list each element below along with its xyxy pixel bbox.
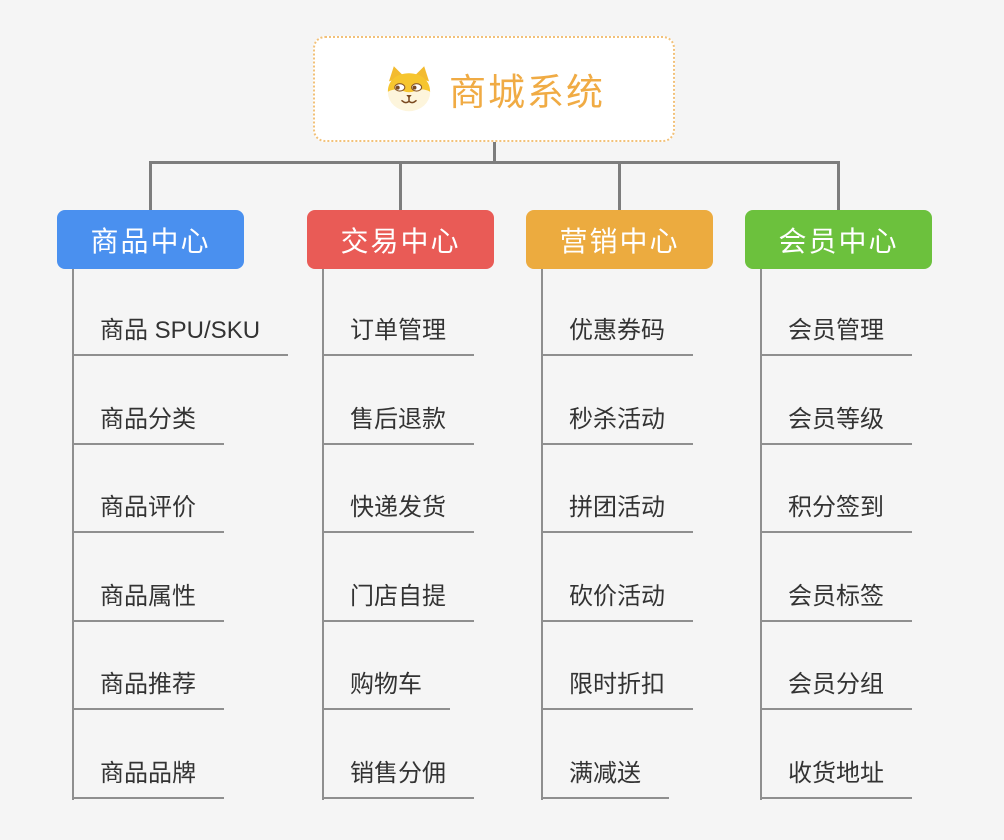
leaf-node[interactable]: 收货地址	[760, 751, 912, 799]
leaf-node[interactable]: 满减送	[541, 751, 669, 799]
branch-list-line	[760, 269, 762, 800]
branch-node-4[interactable]: 会员中心	[745, 210, 932, 269]
leaf-node[interactable]: 商品品牌	[72, 751, 224, 799]
branch-label: 会员中心	[778, 225, 899, 257]
leaf-node[interactable]: 购物车	[322, 662, 450, 711]
leaf-node[interactable]: 会员管理	[760, 308, 912, 356]
branch-node-3[interactable]: 营销中心	[526, 210, 713, 269]
leaf-node[interactable]: 快递发货	[322, 485, 474, 534]
leaf-node[interactable]: 会员分组	[760, 662, 912, 711]
leaf-node[interactable]: 优惠券码	[541, 308, 693, 356]
connector-drop	[399, 161, 402, 210]
leaf-node[interactable]: 商品推荐	[72, 662, 224, 711]
dog-face-icon	[387, 66, 431, 112]
connector-drop	[618, 161, 621, 210]
leaf-node[interactable]: 商品属性	[72, 574, 224, 622]
leaf-node[interactable]: 商品评价	[72, 485, 224, 534]
leaf-node[interactable]: 会员标签	[760, 574, 912, 622]
branch-label: 商品中心	[90, 225, 211, 257]
branch-list-line	[322, 269, 324, 800]
leaf-node[interactable]: 商品 SPU/SKU	[72, 308, 289, 356]
branch-list-line	[72, 269, 74, 800]
leaf-node[interactable]: 积分签到	[760, 485, 912, 534]
connector-stem	[492, 142, 496, 162]
leaf-node[interactable]: 限时折扣	[541, 662, 693, 711]
leaf-node[interactable]: 会员等级	[760, 397, 912, 445]
leaf-node[interactable]: 订单管理	[322, 308, 474, 356]
branch-list-line	[541, 269, 543, 800]
leaf-node[interactable]: 秒杀活动	[541, 397, 693, 445]
branch-label: 营销中心	[559, 225, 680, 257]
connector-drop	[149, 161, 152, 210]
root-title: 商城系统	[449, 72, 605, 113]
branch-node-1[interactable]: 商品中心	[57, 210, 244, 269]
leaf-node[interactable]: 商品分类	[72, 397, 224, 445]
leaf-node[interactable]: 门店自提	[322, 574, 474, 622]
branch-node-2[interactable]: 交易中心	[307, 210, 494, 269]
branch-label: 交易中心	[340, 225, 461, 257]
root-node[interactable]: 商城系统	[313, 36, 675, 142]
leaf-node[interactable]: 售后退款	[322, 397, 474, 445]
leaf-node[interactable]: 砍价活动	[541, 574, 693, 622]
leaf-node[interactable]: 拼团活动	[541, 485, 693, 534]
connector-horizontal	[149, 161, 840, 164]
leaf-node[interactable]: 销售分佣	[322, 751, 474, 799]
connector-drop	[837, 161, 840, 210]
